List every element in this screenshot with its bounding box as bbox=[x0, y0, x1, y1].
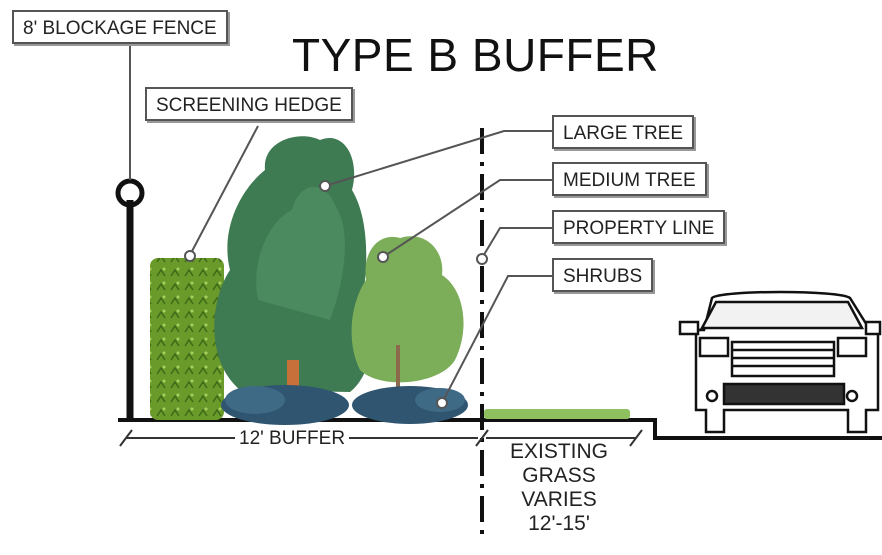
page-title: TYPE B BUFFER bbox=[292, 29, 659, 81]
buffer-dimension-label: 12' BUFFER bbox=[235, 428, 350, 450]
large-tree bbox=[214, 136, 372, 400]
grass-label-line: VARIES bbox=[521, 488, 597, 511]
grass-dimension-label: EXISTING GRASS VARIES 12'-15' bbox=[494, 440, 624, 536]
fence-ring bbox=[115, 178, 145, 208]
shrubs-left bbox=[221, 385, 349, 425]
grass-label-line: EXISTING bbox=[509, 440, 609, 463]
leader-lines bbox=[129, 46, 552, 404]
callout-screening-hedge: SCREENING HEDGE bbox=[145, 87, 353, 121]
screening-hedge bbox=[150, 258, 224, 420]
buffer-tick-mid bbox=[475, 429, 489, 447]
callout-shrubs: SHRUBS bbox=[552, 258, 654, 292]
grass-tick-right bbox=[629, 429, 643, 447]
callout-medium-tree: MEDIUM TREE bbox=[552, 162, 707, 196]
medium-tree bbox=[351, 236, 464, 400]
pickup-truck bbox=[678, 290, 882, 434]
callout-large-tree: LARGE TREE bbox=[552, 115, 695, 149]
leader-dots bbox=[184, 180, 488, 409]
callout-fence: 8' BLOCKAGE FENCE bbox=[12, 10, 228, 44]
existing-grass bbox=[484, 409, 630, 419]
callout-property-line: PROPERTY LINE bbox=[552, 210, 726, 244]
buffer-tick-left bbox=[119, 429, 133, 447]
grass-label-line: 12'-15' bbox=[528, 512, 590, 535]
curb bbox=[630, 418, 882, 440]
shrubs-right bbox=[352, 386, 468, 424]
grass-label-line: GRASS bbox=[522, 464, 596, 487]
